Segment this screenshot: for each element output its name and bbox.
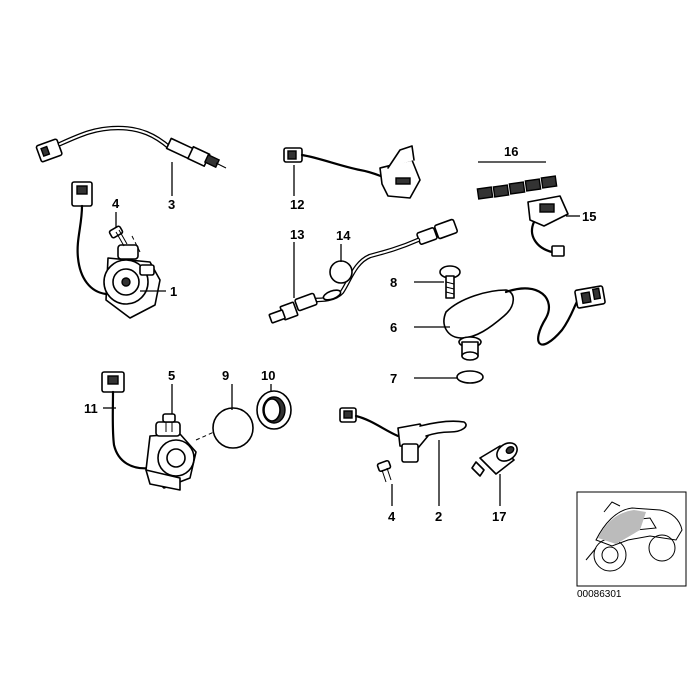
part-7-micro-switch[interactable] bbox=[283, 145, 421, 199]
part-15-speed-sensor[interactable] bbox=[443, 285, 606, 361]
part-16-o-ring[interactable] bbox=[456, 370, 484, 384]
callout-6: 11 bbox=[84, 401, 98, 416]
callout-13: 9 bbox=[222, 368, 229, 383]
callout-14: 10 bbox=[261, 368, 275, 383]
leader-lines bbox=[103, 161, 580, 506]
part-3-sensor-cable[interactable] bbox=[35, 125, 227, 169]
part-9-o-ring[interactable] bbox=[329, 260, 353, 284]
part-4-screw-lower[interactable] bbox=[376, 459, 392, 483]
part-2-side-stand-switch[interactable] bbox=[339, 407, 467, 463]
callout-4-lower: 4 bbox=[388, 509, 396, 524]
callout-11: 16 bbox=[504, 144, 518, 159]
callout-17: 8 bbox=[390, 275, 397, 290]
part-6-sensor[interactable] bbox=[101, 371, 197, 491]
callout-12: 17 bbox=[492, 509, 506, 524]
callout-2: 2 bbox=[435, 509, 442, 524]
callout-1: 1 bbox=[170, 284, 177, 299]
part-13-seal-ring[interactable] bbox=[212, 407, 254, 449]
callout-7: 12 bbox=[290, 197, 304, 212]
callout-10: 15 bbox=[582, 209, 596, 224]
callout-4-upper: 4 bbox=[112, 196, 120, 211]
part-1-sensor[interactable] bbox=[71, 181, 161, 319]
part-12-pressure-switch[interactable] bbox=[471, 439, 521, 477]
part-4-screw-upper[interactable] bbox=[108, 225, 128, 247]
callout-9: 14 bbox=[336, 228, 351, 243]
callout-16: 7 bbox=[390, 371, 397, 386]
part-14-ring[interactable] bbox=[256, 390, 292, 430]
part-10-switch[interactable] bbox=[527, 195, 569, 257]
part-8-lambda-sensor[interactable] bbox=[268, 218, 459, 324]
callout-5: 5 bbox=[168, 368, 175, 383]
part-17-screw[interactable] bbox=[439, 265, 461, 299]
catalog-number: 00086301 bbox=[577, 589, 622, 600]
part-11-connector-set[interactable] bbox=[476, 175, 558, 200]
callout-labels: 3 1 4 12 13 14 16 15 8 6 7 11 5 9 10 4 2… bbox=[84, 144, 596, 524]
callout-8: 13 bbox=[290, 227, 304, 242]
callout-15: 6 bbox=[390, 320, 397, 335]
motorcycle-thumbnail bbox=[576, 491, 687, 587]
part-5-screw[interactable] bbox=[162, 413, 176, 432]
callout-3: 3 bbox=[168, 197, 175, 212]
